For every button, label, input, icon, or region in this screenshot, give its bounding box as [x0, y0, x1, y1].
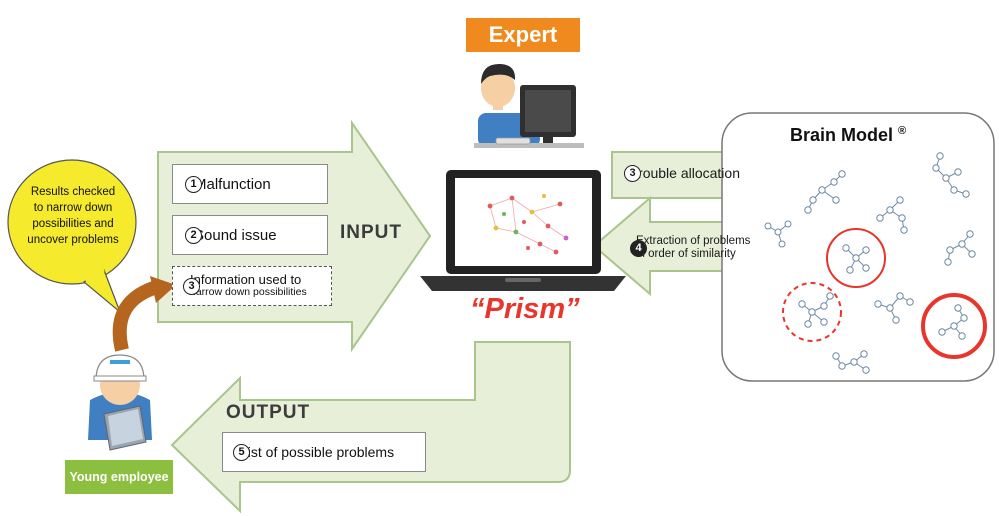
output-label: OUTPUT: [226, 402, 311, 423]
expert-label: Expert: [466, 18, 580, 52]
input-label: INPUT: [340, 222, 402, 243]
young-employee-figure: [88, 354, 152, 451]
input-item-label-line1: Information used to: [190, 272, 302, 287]
number-circle-4: 4: [630, 239, 647, 257]
input-item-label: Malfunction: [194, 175, 271, 193]
expert-figure: [474, 64, 584, 148]
output-item-label: List of possible problems: [240, 444, 395, 460]
brain-model-box: [721, 112, 995, 382]
bubble-line: possibilities and: [32, 218, 114, 230]
bubble-line: to narrow down: [33, 202, 113, 214]
young-employee-label: Young employee: [65, 460, 173, 494]
feedback-curve-arrow: [112, 279, 163, 352]
number-circle-5: 5: [233, 443, 250, 461]
input-item-sound-issue: 2 Sound issue: [172, 215, 328, 255]
expert-label-text: Expert: [488, 22, 558, 47]
brain-network: [764, 152, 976, 374]
number-circle-3b: 3: [624, 164, 641, 182]
brain-model-title: Brain Model ®: [790, 125, 906, 146]
highlight-circle-1: [826, 228, 886, 288]
output-item-list: 5 List of possible problems: [222, 432, 426, 472]
extraction-line1: Extraction of problems: [636, 235, 751, 247]
highlight-circle-3: [921, 293, 987, 359]
output-arrow: [170, 341, 571, 514]
input-item-narrow-down-info: 3 Information used to narrow down possib…: [172, 266, 332, 306]
number-circle-3: 3: [183, 277, 200, 295]
screen-network: [487, 194, 569, 255]
speech-bubble: [7, 159, 137, 314]
laptop-illustration: [420, 170, 626, 291]
prism-label: “Prism”: [470, 293, 580, 325]
input-item-label: Sound issue: [194, 226, 277, 244]
number-circle-2: 2: [185, 226, 202, 244]
bubble-line: uncover problems: [27, 234, 119, 246]
trouble-allocation-text: Trouble allocation: [630, 165, 740, 181]
brain-model-title-text: Brain Model: [790, 125, 894, 145]
extraction-line2: in order of similarity: [636, 248, 736, 260]
input-item-label-line2: narrow down possibilities: [190, 286, 307, 298]
input-item-malfunction: 1 Malfunction: [172, 164, 328, 204]
young-employee-label-text: Young employee: [69, 470, 169, 484]
registered-mark: ®: [898, 125, 907, 137]
highlight-circle-2: [782, 282, 842, 342]
number-circle-1: 1: [185, 175, 202, 193]
bubble-text: Results checked to narrow down possibili…: [14, 184, 132, 248]
bubble-line: Results checked: [30, 186, 116, 198]
extraction-of-problems: 4 Extraction of problems in order of sim…: [630, 235, 750, 261]
trouble-allocation: 3 Trouble allocation: [624, 164, 740, 182]
